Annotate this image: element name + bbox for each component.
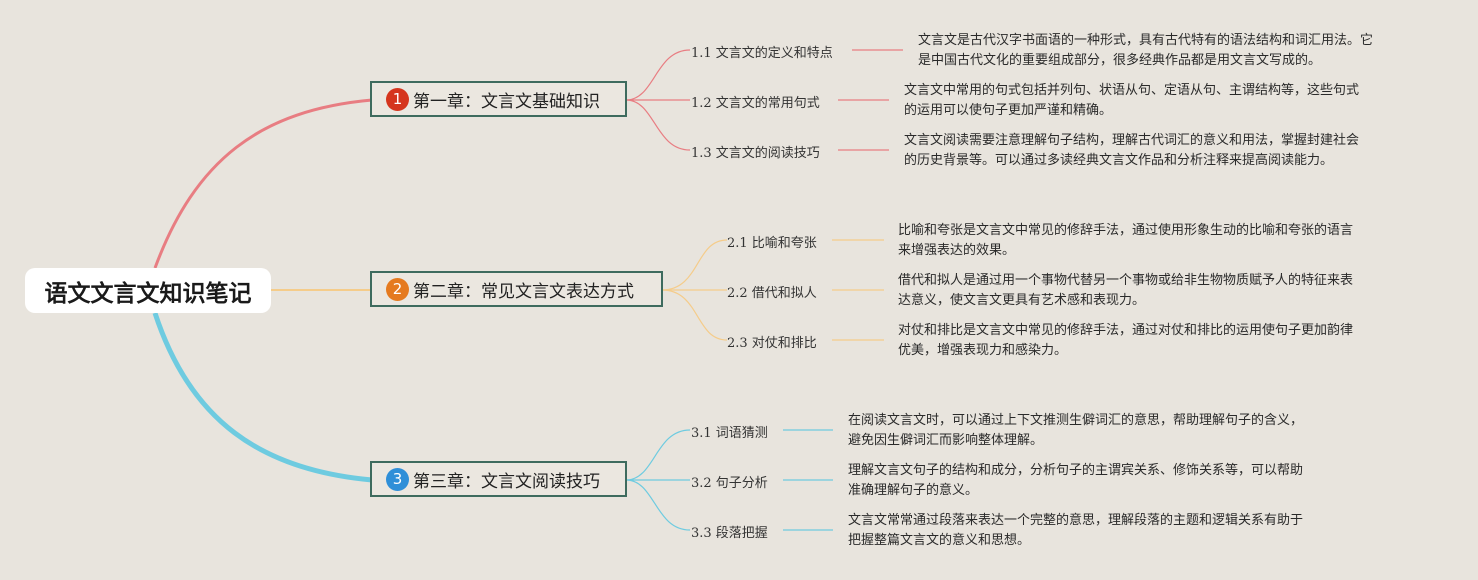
desc-line: 达意义，使文言文更具有艺术感和表现力。 <box>898 293 1146 308</box>
chapter-2-node[interactable]: 2 第二章：常见文言文表达方式 <box>370 271 663 307</box>
desc-line: 在阅读文言文时，可以通过上下文推测生僻词汇的意思，帮助理解句子的含义， <box>848 413 1304 428</box>
desc-1-2[interactable]: 文言文中常用的句式包括并列句、状语从句、定语从句、主谓结构等，这些句式 的运用可… <box>904 81 1359 121</box>
link-root-ch1 <box>153 98 373 269</box>
section-2-3[interactable]: 2.3 对仗和排比 <box>727 336 817 351</box>
desc-line: 比喻和夸张是文言文中常见的修辞手法，通过使用形象生动的比喻和夸张的语言 <box>898 223 1354 238</box>
desc-line: 文言文是古代汉字书面语的一种形式，具有古代特有的语法结构和词汇用法。它 <box>918 33 1374 48</box>
desc-3-1[interactable]: 在阅读文言文时，可以通过上下文推测生僻词汇的意思，帮助理解句子的含义， 避免因生… <box>848 411 1303 451</box>
desc-line: 对仗和排比是文言文中常见的修辞手法，通过对仗和排比的运用使句子更加韵律 <box>898 323 1354 338</box>
chapter-3-node[interactable]: 3 第三章：文言文阅读技巧 <box>370 461 627 497</box>
section-1-1[interactable]: 1.1 文言文的定义和特点 <box>691 46 833 61</box>
desc-1-3[interactable]: 文言文阅读需要注意理解句子结构，理解古代词汇的意义和用法，掌握封建社会 的历史背… <box>904 131 1359 171</box>
desc-line: 是中国古代文化的重要组成部分，很多经典作品都是用文言文写成的。 <box>918 53 1322 68</box>
desc-line: 来增强表达的效果。 <box>898 243 1016 258</box>
desc-line: 文言文常常通过段落来表达一个完整的意思，理解段落的主题和逻辑关系有助于 <box>848 513 1304 528</box>
chapter-3-badge: 3 <box>386 467 409 491</box>
link-ch1-s1 <box>625 49 691 101</box>
section-2-1[interactable]: 2.1 比喻和夸张 <box>727 236 817 251</box>
desc-line: 把握整篇文言文的意义和思想。 <box>848 533 1031 548</box>
desc-2-2[interactable]: 借代和拟人是通过用一个事物代替另一个事物或给非生物物质赋予人的特征来表 达意义，… <box>898 271 1353 311</box>
chapter-3-title: 第三章：文言文阅读技巧 <box>413 471 600 492</box>
desc-line: 的运用可以使句子更加严谨和精确。 <box>904 103 1113 118</box>
desc-line: 文言文阅读需要注意理解句子结构，理解古代词汇的意义和用法，掌握封建社会 <box>904 133 1360 148</box>
desc-2-3[interactable]: 对仗和排比是文言文中常见的修辞手法，通过对仗和排比的运用使句子更加韵律 优美，增… <box>898 321 1353 361</box>
section-3-1[interactable]: 3.1 词语猜测 <box>691 426 768 441</box>
root-topic[interactable]: 语文文言文知识笔记 <box>25 268 271 313</box>
desc-line: 借代和拟人是通过用一个事物代替另一个事物或给非生物物质赋予人的特征来表 <box>898 273 1354 288</box>
chapter-1-title: 第一章：文言文基础知识 <box>413 91 600 112</box>
root-title: 语文文言文知识笔记 <box>44 280 252 307</box>
desc-2-1[interactable]: 比喻和夸张是文言文中常见的修辞手法，通过使用形象生动的比喻和夸张的语言 来增强表… <box>898 221 1353 261</box>
desc-3-3[interactable]: 文言文常常通过段落来表达一个完整的意思，理解段落的主题和逻辑关系有助于 把握整篇… <box>848 511 1303 551</box>
link-ch2-s3 <box>661 289 728 341</box>
section-3-3[interactable]: 3.3 段落把握 <box>691 526 768 541</box>
desc-line: 避免因生僻词汇而影响整体理解。 <box>848 433 1044 448</box>
chapter-2-title: 第二章：常见文言文表达方式 <box>413 281 634 302</box>
section-2-2[interactable]: 2.2 借代和拟人 <box>727 286 817 301</box>
link-ch1-s3 <box>625 99 691 151</box>
desc-line: 准确理解句子的意义。 <box>848 483 979 498</box>
chapter-1-badge: 1 <box>386 87 409 111</box>
chapter-1-node[interactable]: 1 第一章：文言文基础知识 <box>370 81 627 117</box>
section-1-3[interactable]: 1.3 文言文的阅读技巧 <box>691 146 820 161</box>
section-1-2[interactable]: 1.2 文言文的常用句式 <box>691 96 820 111</box>
desc-1-1[interactable]: 文言文是古代汉字书面语的一种形式，具有古代特有的语法结构和词汇用法。它 是中国古… <box>918 31 1373 71</box>
desc-line: 文言文中常用的句式包括并列句、状语从句、定语从句、主谓结构等，这些句式 <box>904 83 1360 98</box>
link-ch3-s3 <box>625 479 691 531</box>
link-ch3-s1 <box>625 429 691 481</box>
link-ch2-s1 <box>661 239 728 291</box>
desc-line: 优美，增强表现力和感染力。 <box>898 343 1068 358</box>
desc-line: 理解文言文句子的结构和成分，分析句子的主谓宾关系、修饰关系等，可以帮助 <box>848 463 1304 478</box>
chapter-2-badge: 2 <box>386 277 409 301</box>
section-3-2[interactable]: 3.2 句子分析 <box>691 476 768 491</box>
link-root-ch3 <box>152 312 373 483</box>
desc-line: 的历史背景等。可以通过多读经典文言文作品和分析注释来提高阅读能力。 <box>904 153 1334 168</box>
desc-3-2[interactable]: 理解文言文句子的结构和成分，分析句子的主谓宾关系、修饰关系等，可以帮助 准确理解… <box>848 461 1303 501</box>
